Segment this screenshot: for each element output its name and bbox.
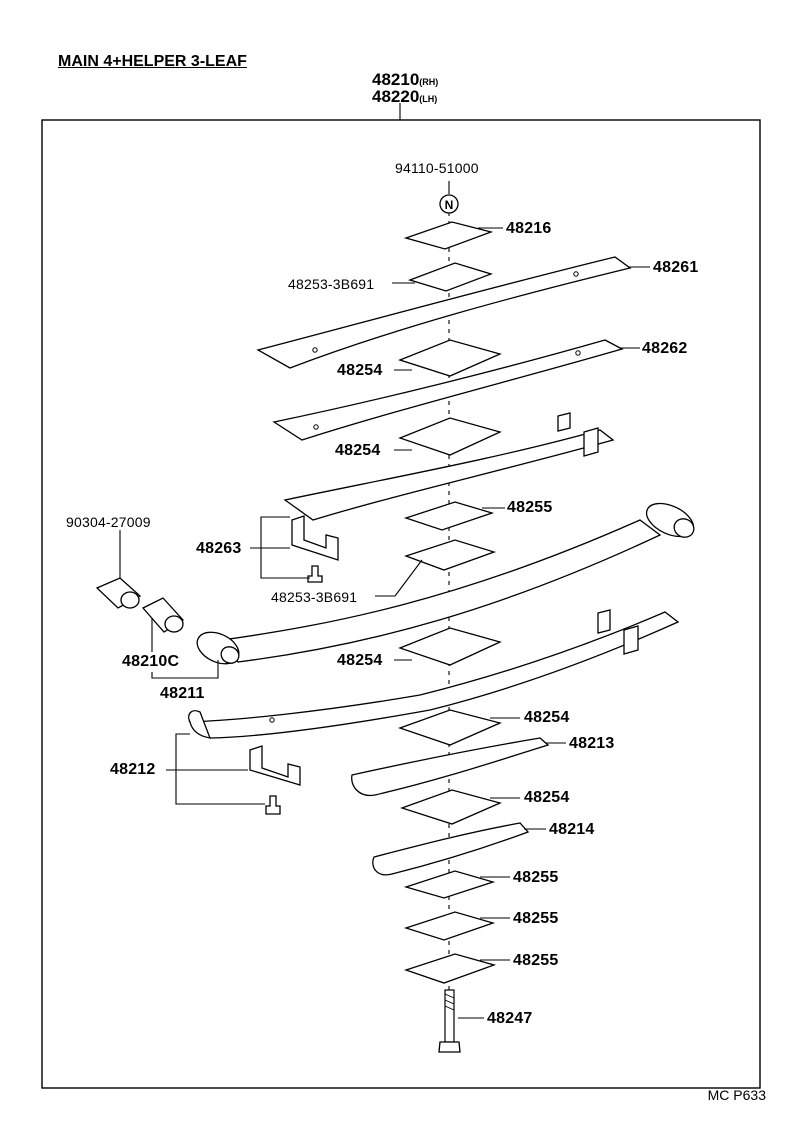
label-48214: 48214 — [549, 821, 595, 838]
label-48210c: 48210C — [122, 653, 180, 670]
label-48212: 48212 — [110, 761, 156, 778]
label-48254-e: 48254 — [524, 789, 570, 806]
diagram-title: MAIN 4+HELPER 3-LEAF — [58, 53, 247, 70]
pad-48255-a — [403, 501, 495, 531]
label-48255-c: 48255 — [513, 910, 559, 927]
leaf-eye-right-hole — [673, 518, 695, 538]
label-48255-d: 48255 — [513, 952, 559, 969]
label-48254-d: 48254 — [524, 709, 570, 726]
leaf-eye-left-hole — [220, 646, 240, 664]
leaf-48214 — [372, 822, 530, 876]
pad-48254-c — [398, 627, 502, 666]
label-48211: 48211 — [160, 685, 205, 702]
nut-n-icon — [439, 194, 459, 214]
assembly-number-rh-value: 48210 — [372, 70, 420, 89]
pad-48255-b — [403, 870, 496, 899]
label-90304-27009: 90304-27009 — [66, 514, 151, 530]
leaf-48262-hole-left — [313, 424, 319, 430]
leaf-48262 — [272, 339, 624, 441]
pad-48254-e — [399, 789, 502, 825]
label-48254-c: 48254 — [337, 652, 383, 669]
pad-48253-bot — [404, 539, 497, 571]
leaf-48262-hole-right — [575, 350, 581, 356]
label-48213: 48213 — [569, 735, 615, 752]
label-48254-a: 48254 — [337, 362, 383, 379]
assembly-number-lh: 48220(LH) — [372, 87, 437, 107]
leaf-48213 — [351, 737, 550, 797]
leaf-48261-hole-left — [312, 347, 318, 353]
pad-48255-d — [403, 953, 497, 984]
helper-leaf-hole — [269, 717, 275, 723]
pad-48254-b — [398, 417, 502, 456]
assembly-number-rh: 48210(RH) — [372, 70, 438, 90]
pad-48253-top — [407, 262, 494, 292]
bracket-48211 — [151, 660, 219, 679]
pad-48255-c — [403, 911, 496, 941]
label-48255-b: 48255 — [513, 869, 559, 886]
label-48253-3b691-top: 48253-3B691 — [288, 276, 375, 292]
leaf-48261 — [256, 256, 632, 369]
nut-n-glyph: N — [445, 198, 454, 212]
clip-48263 — [291, 515, 339, 561]
clip-48212-bolt — [265, 795, 281, 815]
center-bolt-head — [438, 1041, 461, 1053]
main-leaf-48211 — [220, 519, 662, 663]
bushing-90304-end — [120, 591, 140, 609]
plate-48216 — [403, 221, 494, 250]
leaf-third-clip — [557, 412, 599, 457]
label-48253-3b691-bottom: 48253-3B691 — [271, 589, 358, 605]
helper-leaf-hook — [188, 710, 212, 739]
assembly-number-lh-value: 48220 — [372, 87, 420, 106]
leaf-third — [283, 429, 615, 521]
leaf-48261-hole-right — [573, 271, 579, 277]
center-bolt-thread — [444, 993, 455, 1011]
label-48261: 48261 — [653, 259, 699, 276]
label-48216: 48216 — [506, 220, 552, 237]
assembly-rh-tag: (RH) — [419, 77, 439, 87]
pad-48254-a — [398, 339, 502, 377]
label-48254-b: 48254 — [335, 442, 381, 459]
pad-48254-d — [398, 709, 502, 746]
label-48263: 48263 — [196, 540, 242, 557]
helper-leaf — [188, 611, 680, 739]
assembly-lh-tag: (LH) — [419, 94, 438, 104]
label-48247: 48247 — [487, 1010, 533, 1027]
clip-48263-bolt — [307, 565, 323, 583]
label-48262: 48262 — [642, 340, 688, 357]
bushing-48210c-end — [164, 615, 184, 633]
leader-48253-bot-diag — [394, 559, 423, 597]
label-48255-a: 48255 — [507, 499, 553, 516]
helper-leaf-clip — [597, 609, 639, 655]
assembly-frame — [41, 119, 761, 1089]
clip-48212 — [249, 745, 301, 786]
figure-code: MC P633 — [707, 1087, 766, 1103]
bracket-48212 — [175, 733, 265, 805]
label-94110-51000: 94110-51000 — [395, 160, 479, 176]
